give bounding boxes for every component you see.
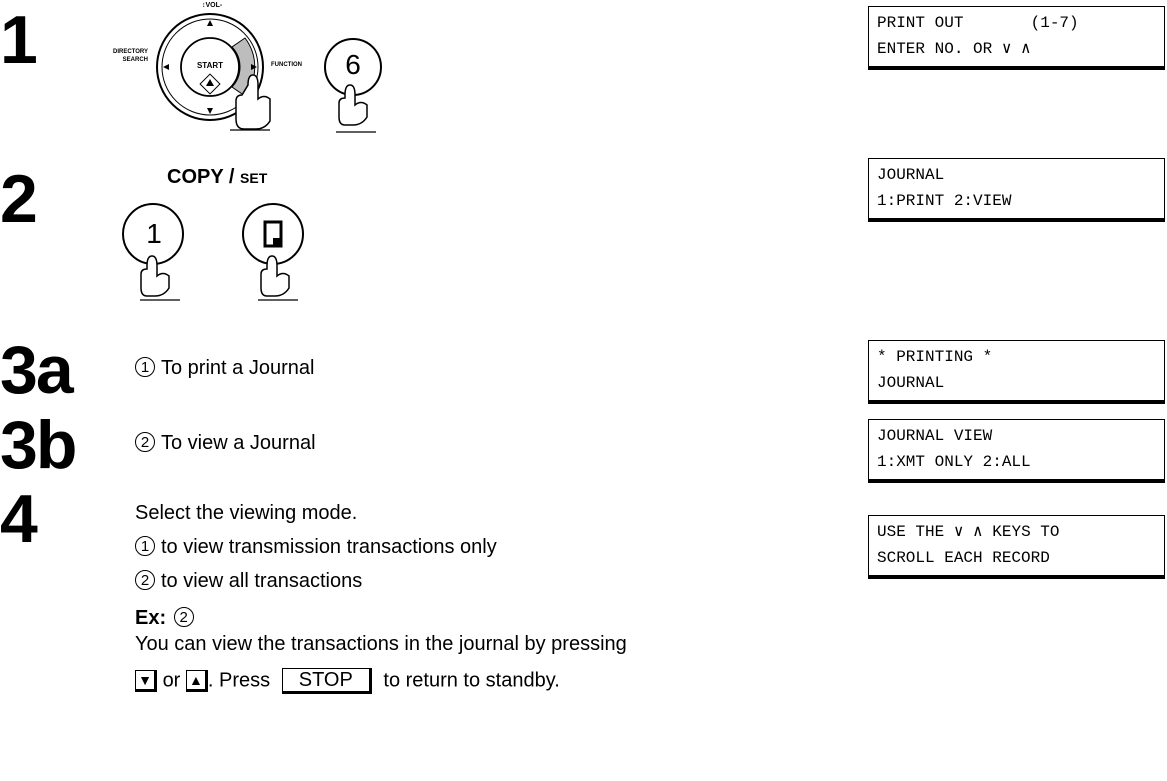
lcd-line: 1:PRINT 2:VIEW [877, 192, 1012, 210]
step4-option2: 2 to view all transactions [135, 569, 362, 593]
step-number-1: 1 [0, 2, 38, 78]
press-text: . Press [207, 669, 271, 692]
lcd-line: ENTER NO. OR ∨ ∧ [877, 40, 1031, 58]
lcd-display-4: JOURNAL VIEW 1:XMT ONLY 2:ALL [868, 419, 1165, 483]
directory-label-line1: DIRECTORY [112, 49, 148, 55]
function-label: FUNCTION [271, 62, 302, 68]
step4-note-line2: ▼ or ▲. Press STOP to return to standby. [135, 668, 560, 694]
set-label: SET [240, 170, 268, 186]
start-label: START [197, 61, 223, 70]
step4-example: Ex: 2 [135, 606, 200, 630]
up-arrow-key-icon: ▲ [185, 670, 208, 692]
slash: / [228, 166, 241, 188]
circled-number: 2 [135, 569, 155, 590]
step3b-text: To view a Journal [161, 432, 316, 454]
lcd-line: SCROLL EACH RECORD [877, 549, 1050, 567]
lcd-display-1: PRINT OUT (1-7) ENTER NO. OR ∨ ∧ [868, 6, 1165, 70]
lcd-line: JOURNAL VIEW [877, 427, 993, 445]
key-6-label: 6 [345, 49, 361, 80]
step3a-text: To print a Journal [161, 357, 315, 379]
down-arrow-key-icon: ▼ [135, 670, 157, 692]
step4-intro: Select the viewing mode. [135, 502, 358, 524]
lcd-display-2: JOURNAL 1:PRINT 2:VIEW [868, 158, 1165, 222]
option1-text: to view transmission transactions only [161, 536, 497, 558]
circled-number: 2 [135, 431, 155, 452]
option2-text: to view all transactions [161, 570, 363, 592]
lcd-line: JOURNAL [877, 374, 945, 392]
circled-number: 2 [173, 606, 194, 627]
step-number-3b: 3b [0, 407, 77, 483]
stop-key: STOP [281, 668, 372, 694]
step4-option1: 1 to view transmission transactions only [135, 535, 497, 559]
copy-label: COPY [167, 166, 224, 188]
circled-number: 1 [135, 535, 155, 556]
step3a-text-row: 1 To print a Journal [135, 356, 314, 380]
ex-label: Ex: [135, 607, 167, 629]
navigation-dial: START [156, 13, 382, 133]
return-text: to return to standby. [383, 669, 560, 692]
step-number-2: 2 [0, 161, 38, 237]
directory-label-line2: SEARCH [122, 57, 148, 63]
key-1-label: 1 [146, 218, 162, 249]
directory-search-label: DIRECTORY SEARCH [108, 48, 148, 64]
copy-set-label: COPY / SET [167, 166, 267, 189]
lcd-line: JOURNAL [877, 166, 945, 184]
circled-number: 1 [135, 356, 155, 377]
lcd-line: * PRINTING * [877, 348, 993, 366]
lcd-display-3: * PRINTING * JOURNAL [868, 340, 1165, 404]
step-number-3a: 3a [0, 332, 74, 408]
lcd-display-5: USE THE ∨ ∧ KEYS TO SCROLL EACH RECORD [868, 515, 1165, 579]
vol-label: ↕VOL- [202, 2, 223, 9]
lcd-line: PRINT OUT (1-7) [877, 14, 1079, 32]
step-number-4: 4 [0, 481, 38, 557]
control-pad-illustration: ↕VOL- DIRECTORY SEARCH START FUNCTION 6 [108, 0, 438, 140]
lcd-line: USE THE ∨ ∧ KEYS TO [877, 523, 1060, 541]
step4-note-line1: You can view the transactions in the jou… [135, 633, 627, 655]
step2-keys-illustration [122, 203, 304, 301]
or-text: or [162, 669, 181, 692]
lcd-line: 1:XMT ONLY 2:ALL [877, 453, 1031, 471]
step3b-text-row: 2 To view a Journal [135, 431, 316, 455]
